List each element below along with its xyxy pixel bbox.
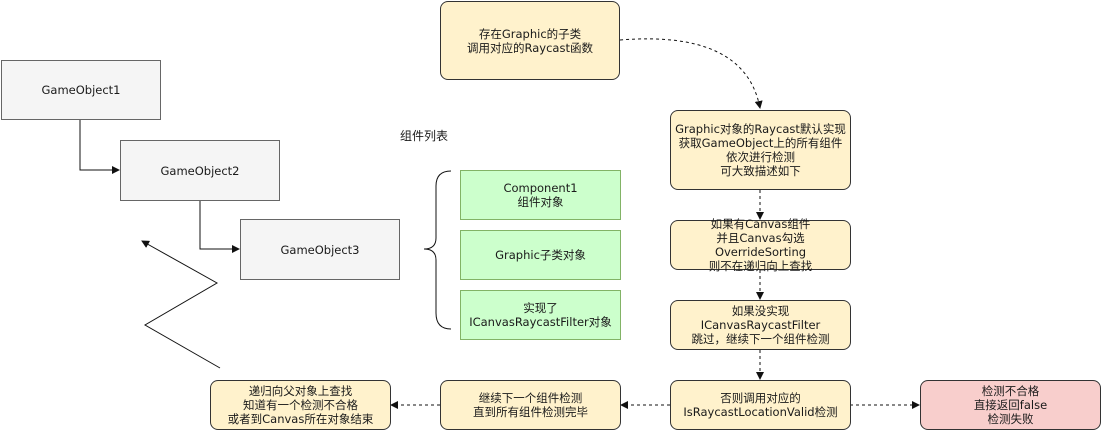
node-graphic-raycast: Graphic对象的Raycast默认实现 获取GameObject上的所有组件… bbox=[670, 110, 851, 190]
edge-start-graphic-raycast bbox=[619, 38, 763, 109]
node-recurse-parent: 递归向父对象上查找 知道有一个检测不合格 或者到Canvas所在对象结束 bbox=[210, 380, 391, 430]
component-list-label: 组件列表 bbox=[400, 129, 449, 143]
node-gameobject2: GameObject2 bbox=[120, 140, 280, 201]
node-valid-check: 否则调用对应的 IsRaycastLocationValid检测 bbox=[670, 380, 851, 430]
edge-go1-go2 bbox=[79, 120, 120, 174]
node-fail: 检测不合格 直接返回false 检测失败 bbox=[920, 380, 1101, 430]
node-raycast-filter-impl: 实现了 ICanvasRaycastFilter对象 bbox=[460, 290, 621, 340]
node-graphic-subclass: Graphic子类对象 bbox=[460, 230, 621, 280]
node-filter-check: 如果没实现 ICanvasRaycastFilter 跳过，继续下一个组件检测 bbox=[670, 300, 851, 350]
component-brace bbox=[423, 170, 452, 330]
node-gameobject1: GameObject1 bbox=[1, 60, 161, 120]
edge-go2-go3 bbox=[199, 201, 240, 253]
node-component1: Component1 组件对象 bbox=[460, 170, 621, 220]
node-start: 存在Graphic的子类 调用对应的Raycast函数 bbox=[440, 1, 620, 80]
node-gameobject3: GameObject3 bbox=[240, 219, 400, 280]
node-next-component: 继续下一个组件检测 直到所有组件检测完毕 bbox=[440, 380, 621, 430]
zigzag-return-arrow bbox=[141, 240, 221, 369]
node-canvas-check: 如果有Canvas组件 并且Canvas勾选OverrideSorting 则不… bbox=[670, 217, 851, 273]
